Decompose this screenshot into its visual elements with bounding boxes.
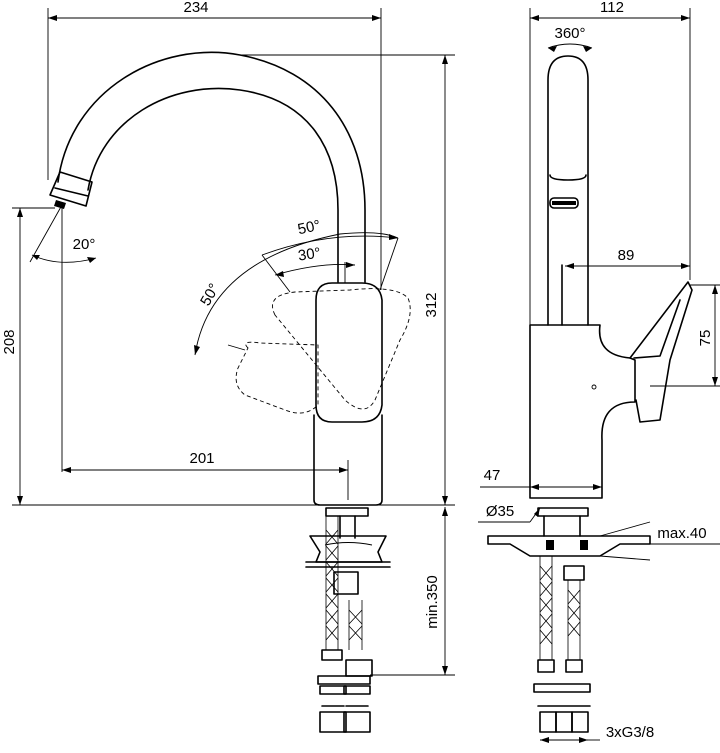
dim-max-thickness: max.40 xyxy=(650,525,720,545)
dim-min-hose: min.350 xyxy=(370,507,455,676)
label-min-hose: min.350 xyxy=(424,575,441,628)
label-connections: 3xG3/8 xyxy=(606,724,654,741)
faucet-body xyxy=(313,282,383,506)
dim-spout-height: 208 xyxy=(1,207,455,506)
side-hoses xyxy=(533,556,591,733)
label-lever-angle-inner: 30° xyxy=(297,245,322,265)
label-spout-height: 208 xyxy=(1,329,18,354)
label-rotation: 360° xyxy=(554,25,585,42)
label-side-width: 112 xyxy=(600,0,624,16)
label-spout-reach: 201 xyxy=(189,450,214,467)
lever-angles: 50° 30° 50° xyxy=(194,217,399,356)
label-lever-reach: 89 xyxy=(618,247,635,264)
dim-hole-diameter: Ø35 xyxy=(478,503,541,523)
side-view: 112 360° 89 xyxy=(478,0,720,743)
dim-connections: 3xG3/8 xyxy=(540,724,654,743)
front-mounting xyxy=(305,507,391,595)
dim-spout-tilt: 20° xyxy=(29,204,97,472)
label-max-thickness: max.40 xyxy=(657,525,706,542)
front-hoses xyxy=(317,516,373,733)
label-spout-tilt: 20° xyxy=(73,236,96,253)
side-mounting xyxy=(487,507,651,561)
label-hole-diameter: Ø35 xyxy=(486,503,514,520)
dim-lever-height: 75 xyxy=(650,284,720,387)
side-body xyxy=(529,281,693,499)
lever-positions xyxy=(235,288,411,414)
label-lever-angle-left: 50° xyxy=(197,281,223,309)
label-base-width: 47 xyxy=(484,467,501,484)
dim-overall-width: 234 xyxy=(47,0,382,290)
label-lever-angle-outer: 50° xyxy=(296,217,322,238)
label-lever-height: 75 xyxy=(697,330,714,347)
label-overall-height: 312 xyxy=(423,292,440,317)
dim-spout-reach: 201 xyxy=(62,450,349,500)
dim-lever-reach: 89 xyxy=(565,247,690,269)
dim-base-width: 47 xyxy=(480,467,602,490)
label-overall-width: 234 xyxy=(183,0,208,16)
dim-overall-height: 312 xyxy=(240,54,455,505)
front-view: 234 312 208 xyxy=(1,0,455,733)
dim-side-width: 112 xyxy=(529,0,691,498)
dim-rotation: 360° xyxy=(547,25,593,52)
side-spout xyxy=(547,55,589,326)
